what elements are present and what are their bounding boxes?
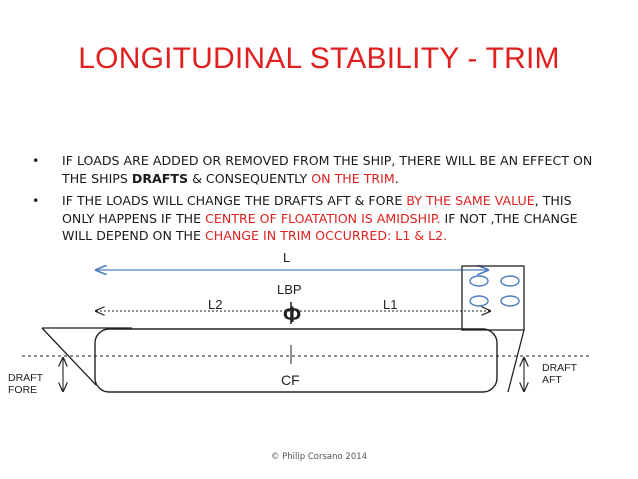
text-run: IF THE LOADS WILL CHANGE THE DRAFTS AFT …	[62, 193, 407, 209]
text-run: , THIS ONLY HAPPENS IF THE	[62, 193, 572, 226]
label-draft-fore: DRAFT FORE	[8, 372, 43, 396]
label-L1: L1	[383, 297, 398, 312]
text-run-red: BY THE SAME VALUE	[406, 193, 535, 209]
porthole	[469, 295, 489, 307]
bullet-list: • IF LOADS ARE ADDED OR REMOVED FROM THE…	[32, 152, 607, 250]
porthole	[500, 295, 520, 307]
bow-outline	[41, 327, 132, 386]
bullet-item-1: • IF LOADS ARE ADDED OR REMOVED FROM THE…	[32, 152, 607, 187]
superstructure	[461, 265, 525, 331]
bullet-dot: •	[32, 153, 40, 168]
text-run: IF NOT ,THE CHANGE WILL DEPEND ON THE	[62, 210, 578, 244]
bullet-dot: •	[32, 193, 40, 209]
label-L2: L2	[208, 297, 223, 312]
text-run-red: CHANGE IN TRIM OCCURRED: L1 & L2.	[205, 228, 448, 244]
text-run-bold: DRAFTS	[131, 170, 189, 186]
text-run-red: ON THE TRIM	[311, 170, 395, 186]
text-run: & CONSEQUENTLY	[188, 170, 312, 186]
label-CF: CF	[281, 372, 300, 388]
bullet-item-2: • IF THE LOADS WILL CHANGE THE DRAFTS AF…	[32, 192, 607, 245]
copyright-footer: © Philip Corsano 2014	[270, 452, 368, 462]
text-run: .	[394, 170, 399, 186]
text-run: IF LOADS ARE ADDED OR REMOVED FROM THE S…	[62, 153, 593, 186]
bullet-text-2: IF THE LOADS WILL CHANGE THE DRAFTS AFT …	[62, 193, 578, 243]
bullet-text-1: IF LOADS ARE ADDED OR REMOVED FROM THE S…	[62, 153, 592, 186]
slide-title: LONGITUDINAL STABILITY - TRIM	[78, 42, 560, 75]
label-LBP: LBP	[277, 282, 302, 297]
cf-symbol: Φ	[283, 302, 302, 327]
porthole	[469, 275, 489, 287]
stern-slope	[507, 329, 525, 393]
label-L: L	[283, 250, 291, 265]
hull	[94, 328, 498, 393]
label-draft-aft: DRAFT AFT	[542, 362, 577, 386]
porthole	[500, 275, 520, 287]
text-run-red: CENTRE OF FLOATATION IS AMIDSHIP.	[205, 210, 441, 226]
